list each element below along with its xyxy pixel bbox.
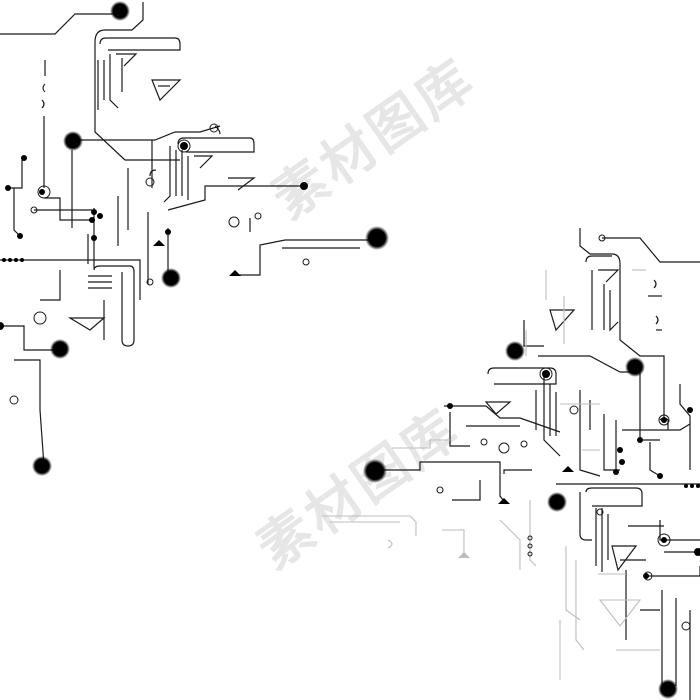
glow-node	[32, 456, 52, 476]
circuit-rings-bottom-right	[436, 234, 691, 631]
glow-node	[365, 226, 389, 250]
circuit-small-nodes-bottom-right	[447, 370, 700, 579]
glow-node	[110, 1, 130, 21]
circuit-faint-traces	[322, 269, 660, 680]
circuit-small-nodes-top-left	[0, 142, 308, 330]
glow-node	[547, 492, 567, 512]
circuit-cluster-bottom-right	[376, 228, 700, 700]
glow-node	[50, 339, 70, 359]
glow-node	[363, 459, 387, 483]
glow-node	[658, 679, 678, 699]
glow-node	[63, 131, 83, 151]
glow-node	[625, 357, 645, 377]
circuit-cluster-top-left	[0, 2, 376, 467]
glow-nodes	[32, 1, 678, 699]
glow-node	[161, 268, 181, 288]
circuit-rings-top-left	[9, 83, 310, 405]
glow-node	[505, 341, 525, 361]
